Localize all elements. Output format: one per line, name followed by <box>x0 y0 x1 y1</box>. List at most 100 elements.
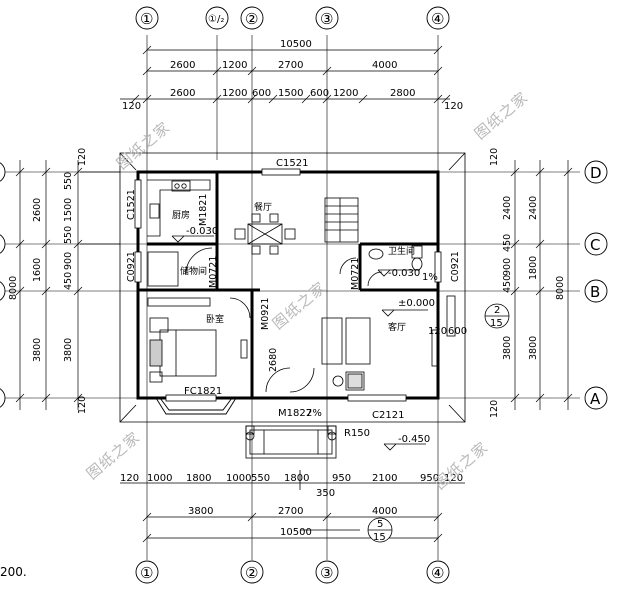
axis-label-1-bottom: ① <box>140 564 153 582</box>
right-dim-inner-1: 450 <box>502 234 513 252</box>
bottom-dimension-lines <box>120 482 465 543</box>
watermark-5: 图纸之家 <box>431 438 492 493</box>
bottom-dim-r1-7: 2100 <box>372 473 397 484</box>
bottom-dim-r2-1: 2700 <box>278 506 303 517</box>
right-axis-bubbles <box>584 160 608 410</box>
top-axis-bubbles <box>135 6 450 30</box>
left-dim-lower: 3800 <box>63 338 74 362</box>
code-c0921-left: C0921 <box>126 251 137 282</box>
bottom-dim-r2-2: 4000 <box>372 506 397 517</box>
note-2680: 2680 <box>268 348 279 372</box>
note-120: 120 <box>428 326 447 337</box>
bottom-dim-extra: 350 <box>316 488 335 499</box>
top-dim-r1-3: 4000 <box>372 60 397 71</box>
storage-hatch <box>147 251 179 287</box>
axis-label-3-top: ③ <box>320 10 333 28</box>
code-m0921: M0921 <box>260 298 271 330</box>
left-dim-inner-1: 1500 <box>63 198 74 222</box>
level-living: ±0.000 <box>398 298 435 309</box>
top-dim-r2-2: 600 <box>252 88 271 99</box>
walls <box>136 170 440 400</box>
top-dim-r1-2: 2700 <box>278 60 303 71</box>
top-dim-r2-5: 1200 <box>333 88 358 99</box>
watermark-2: 图纸之家 <box>471 88 532 143</box>
top-dim-edge-right: 120 <box>444 101 463 112</box>
left-dim-outer-1: 1600 <box>32 258 43 282</box>
top-dim-total: 10500 <box>280 39 312 50</box>
slope-porch: 2% <box>306 408 322 419</box>
room-storage: 储物间 <box>180 265 207 277</box>
axis-label-4-bottom: ④ <box>431 564 444 582</box>
top-dim-r2-0: 2600 <box>170 88 195 99</box>
bottom-dim-r1-3: 1000 <box>226 473 251 484</box>
room-bathroom: 卫生间 <box>388 245 415 257</box>
dining-table <box>234 213 296 255</box>
top-dim-r2-4: 600 <box>310 88 329 99</box>
ref-2-top: 2 <box>494 305 500 316</box>
slope-bath: 1% <box>422 272 438 283</box>
right-dimension-lines <box>510 160 573 410</box>
bottom-dim-r1-0: 120 <box>120 473 139 484</box>
axis-label-C: C <box>590 236 600 254</box>
bay-window <box>155 397 237 415</box>
top-dim-r2-3: 1500 <box>278 88 303 99</box>
left-dim-total: 8000 <box>8 276 19 300</box>
level-porch: -0.450 <box>398 434 430 445</box>
top-dim-r2-1: 1200 <box>222 88 247 99</box>
right-dim-edge-top: 120 <box>489 148 500 166</box>
left-dim-edge-top: 120 <box>77 148 88 166</box>
bottom-dim-r2-0: 3800 <box>188 506 213 517</box>
bottom-dim-r1-5: 1800 <box>284 473 309 484</box>
axis-label-1-2-top: ①/₂ <box>208 14 224 25</box>
note-r150: R150 <box>344 428 370 439</box>
top-dimension-lines <box>120 45 451 104</box>
axis-label-4-top: ④ <box>431 10 444 28</box>
code-c1521-left: C1521 <box>126 189 137 220</box>
right-dim-inner-0: 2400 <box>502 196 513 220</box>
staircase <box>324 197 359 243</box>
left-dim-inner-2: 550 <box>63 226 74 244</box>
roof-outline <box>119 152 466 423</box>
right-dim-total: 8000 <box>555 276 566 300</box>
left-dimension-lines <box>15 160 120 410</box>
bottom-dim-r1-2: 1800 <box>186 473 211 484</box>
right-dim-outer-1: 1800 <box>528 256 539 280</box>
code-m0721-b: M0721 <box>350 258 361 290</box>
entrance-steps <box>245 425 337 459</box>
ref-5-bottom: 15 <box>373 532 386 543</box>
bottom-dim-r1-4: 550 <box>251 473 270 484</box>
bottom-dim-r1-8: 950 <box>420 473 439 484</box>
left-dim-outer-2: 3800 <box>32 338 43 362</box>
right-dim-inner-2: 900 <box>502 258 513 276</box>
axis-label-A: A <box>590 390 601 408</box>
bottom-dim-total: 10500 <box>280 527 312 538</box>
code-c0921-right: C0921 <box>450 251 461 282</box>
bottom-dim-r1-9: 120 <box>444 473 463 484</box>
scale-fragment: 200. <box>0 565 27 579</box>
right-dim-inner-4: 3800 <box>502 336 513 360</box>
living-furniture <box>321 295 456 391</box>
code-m1821: M1821 <box>198 194 209 226</box>
room-living: 客厅 <box>388 321 406 333</box>
bottom-dim-r1-1: 1000 <box>147 473 172 484</box>
axis-label-D: D <box>590 164 602 182</box>
left-dim-inner-0: 550 <box>63 172 74 190</box>
top-dim-edge-left: 120 <box>122 101 141 112</box>
code-fc1821: FC1821 <box>184 386 222 397</box>
note-600: 600 <box>448 326 467 337</box>
watermark-1: 图纸之家 <box>113 118 174 173</box>
right-dim-inner-3: 450 <box>502 275 513 293</box>
code-m1827: M1827 <box>278 408 312 419</box>
room-kitchen: 厨房 <box>172 209 190 221</box>
code-c2121: C2121 <box>372 410 404 421</box>
top-dim-r1-0: 2600 <box>170 60 195 71</box>
right-dim-outer-0: 2400 <box>528 196 539 220</box>
top-dim-r1-1: 1200 <box>222 60 247 71</box>
axis-label-3-bottom: ③ <box>320 564 333 582</box>
left-axis-bubbles-cropped <box>0 162 6 408</box>
bedroom-furniture <box>147 297 248 383</box>
ref-2-bottom: 15 <box>490 318 503 329</box>
windows <box>134 168 442 402</box>
bottom-dim-r1-6: 950 <box>332 473 351 484</box>
